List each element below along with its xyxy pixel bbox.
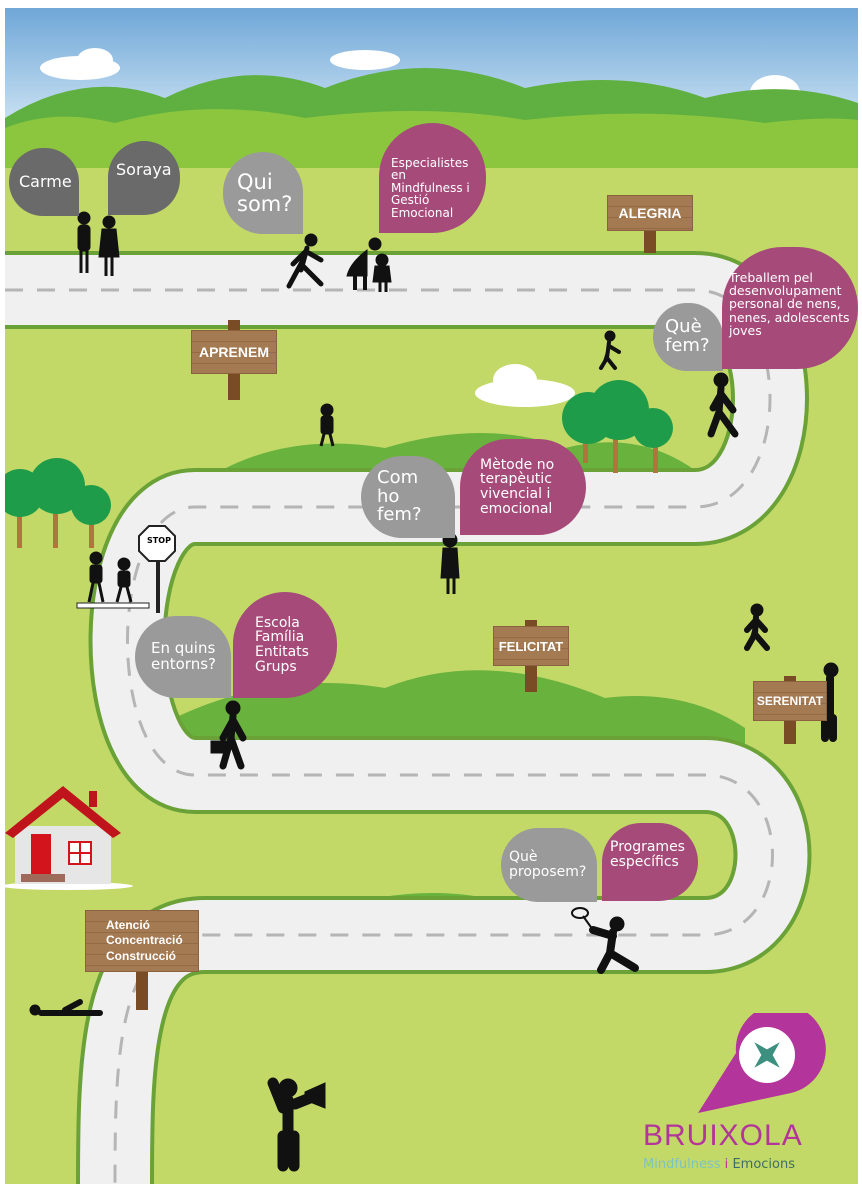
answer-bubble-entorns: Escola Família Entitats Grups — [233, 592, 337, 698]
answer-bubble-qui-som: Especialistes en Mindfulness i Gestió Em… — [379, 123, 486, 233]
logo-name: BRUIXOLA — [643, 1119, 803, 1152]
sign-alegria: ALEGRIA — [607, 195, 693, 253]
answer-bubble-que-fem: Treballem pel desenvolupament personal d… — [722, 247, 858, 369]
sign-felicitat: FELICITAT — [493, 620, 569, 692]
sign-alegria-label: ALEGRIA — [607, 195, 693, 231]
bubble-que-fem: Què fem? — [653, 303, 723, 371]
walking-man-icon — [707, 372, 739, 438]
businessman-icon — [210, 700, 247, 770]
sign-atencio: Atenció Concentració Construcció — [85, 910, 199, 1010]
answer-bubble-que-proposem: Programes específics — [602, 823, 698, 901]
name-soraya: Soraya — [116, 159, 172, 179]
answer-que-proposem: Programes específics — [610, 839, 685, 870]
sign-atencio-line-3: Construcció — [106, 948, 177, 963]
child-walking-icon — [599, 330, 621, 370]
house — [5, 786, 133, 890]
sign-serenitat: SERENITAT — [753, 676, 827, 744]
bruixola-logo: BRUIXOLA Mindfulness i Emocions — [641, 1013, 841, 1178]
logo-tagline-i: i — [724, 1157, 729, 1172]
bubble-que-proposem: Què proposem? — [501, 828, 597, 902]
infographic: STOP Carme Soraya Qui som? Especialistes… — [5, 8, 858, 1184]
schoolgirl-icon — [319, 403, 335, 447]
woman-icon — [440, 532, 460, 594]
answer-qui-som: Especialistes en Mindfulness i Gestió Em… — [391, 155, 470, 220]
sign-aprenem-label: APRENEM — [191, 330, 277, 374]
answer-entorns: Escola Família Entitats Grups — [255, 614, 309, 675]
children-crossing-icon — [87, 551, 133, 603]
question-que-proposem: Què proposem? — [509, 849, 587, 880]
butterfly-catcher-icon — [571, 907, 639, 974]
answer-que-fem: Treballem pel desenvolupament personal d… — [729, 270, 850, 338]
sign-atencio-line-2: Concentració — [106, 933, 183, 948]
person-reading-sign-icon — [813, 662, 839, 742]
logo-tagline-a: Mindfulness — [643, 1157, 721, 1172]
logo-tagline: Mindfulness i Emocions — [643, 1157, 795, 1172]
question-qui-som: Qui som? — [237, 169, 293, 216]
sign-felicitat-label: FELICITAT — [493, 626, 569, 666]
bubble-entorns: En quins entorns? — [135, 616, 231, 698]
answer-com-ho-fem: Mètode no terapèutic vivencial i emocion… — [480, 456, 555, 517]
lying-person-icon — [29, 999, 103, 1016]
trees-left — [5, 458, 111, 548]
megaphone-person-icon — [267, 1077, 326, 1172]
trees-right — [562, 380, 673, 473]
question-com-ho-fem: Com ho fem? — [377, 466, 422, 526]
stop-sign — [138, 525, 176, 613]
running-person-icon — [286, 233, 324, 289]
walking-person-icon — [744, 603, 770, 651]
name-bubble-soraya: Soraya — [108, 141, 180, 215]
people-silhouettes — [29, 211, 839, 1172]
name-bubble-carme: Carme — [9, 148, 79, 216]
sign-aprenem: APRENEM — [191, 320, 277, 400]
sign-atencio-line-1: Atenció — [106, 917, 151, 932]
answer-bubble-com-ho-fem: Mètode no terapèutic vivencial i emocion… — [460, 439, 586, 535]
stop-sign-label: STOP — [147, 536, 171, 545]
name-carme: Carme — [19, 171, 72, 191]
bubble-com-ho-fem: Com ho fem? — [361, 456, 455, 538]
bubble-qui-som: Qui som? — [223, 152, 303, 234]
person-carme-icon — [77, 211, 91, 273]
compass-pin-icon — [698, 1013, 826, 1113]
question-que-fem: Què fem? — [665, 316, 710, 356]
sign-serenitat-label: SERENITAT — [753, 681, 827, 721]
logo-tagline-b: Emocions — [732, 1157, 795, 1172]
person-soraya-icon — [98, 215, 120, 276]
question-entorns: En quins entorns? — [151, 639, 216, 673]
parent-child-icon — [346, 237, 392, 292]
